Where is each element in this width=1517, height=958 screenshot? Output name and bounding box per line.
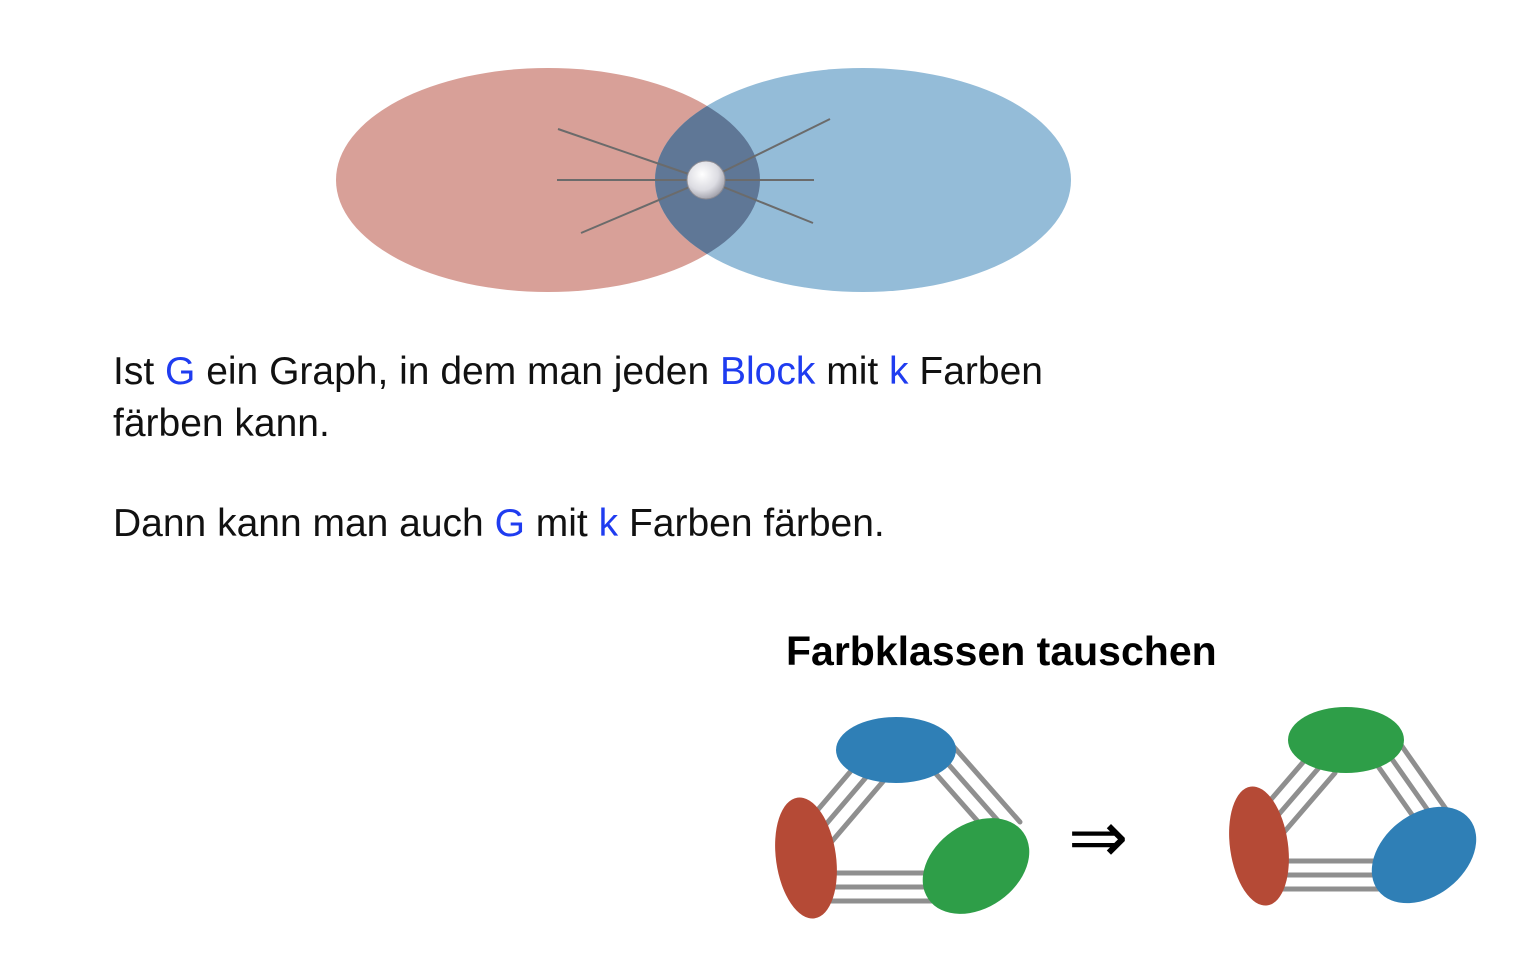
conclusion-text-3: Farben färben. <box>618 502 885 545</box>
color-count-k: k <box>889 350 909 393</box>
cut-vertex <box>686 160 726 200</box>
premise-text-2: ein Graph, in dem man jeden <box>195 350 720 393</box>
color-class-top-green <box>1288 707 1404 773</box>
block-left <box>336 68 760 292</box>
edge-top-right-3 <box>943 735 1023 825</box>
conclusion-text-2: mit <box>524 502 599 545</box>
color-class-right-green <box>922 818 1030 914</box>
implies-arrow: ⇒ <box>1068 795 1129 879</box>
color-class-left-red-after <box>1229 786 1289 906</box>
statement-premise-line1: Ist G ein Graph, in dem man jeden Block … <box>113 346 1213 398</box>
triangle-after <box>1229 707 1477 906</box>
edge-left-lower <box>580 179 707 234</box>
conclusion-text-1: Dann kann man auch <box>113 502 495 545</box>
cut-vertex-edges <box>557 118 831 234</box>
premise-text-4: Farben <box>908 350 1043 393</box>
block-right <box>655 68 1071 292</box>
statement-premise: Ist G ein Graph, in dem man jeden Block … <box>113 346 1213 450</box>
color-class-top-blue <box>836 717 956 783</box>
block-term: Block <box>720 350 816 393</box>
color-class-left-red <box>775 797 837 919</box>
edge-left-upper <box>557 128 707 181</box>
statement-premise-line2: färben kann. <box>113 402 330 445</box>
color-class-right-blue <box>1371 806 1477 904</box>
premise-text-3: mit <box>815 350 890 393</box>
color-count-k-conclusion: k <box>598 502 619 545</box>
premise-text-1: Ist <box>113 350 166 393</box>
edge-right-upper <box>705 118 831 181</box>
triangle-before <box>775 717 1030 919</box>
graph-symbol-g: G <box>165 350 196 393</box>
graph-symbol-g-conclusion: G <box>494 502 525 545</box>
swap-title: Farbklassen tauschen <box>786 628 1217 674</box>
statement-conclusion: Dann kann man auch G mit k Farben färben… <box>113 498 1213 550</box>
